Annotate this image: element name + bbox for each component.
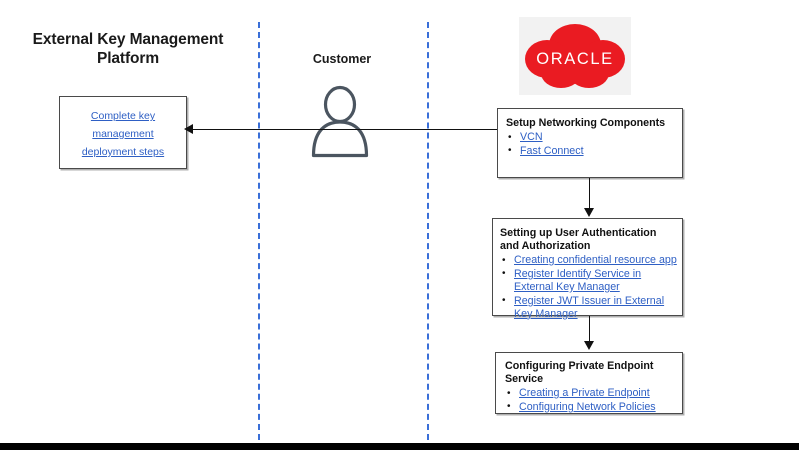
link-creating-confidential-resource-app[interactable]: Creating confidential resource app [514, 254, 677, 266]
list-item: VCN [506, 130, 675, 144]
arrowhead-left-icon [184, 124, 193, 134]
complete-key-management-content: Complete key management deployment steps [60, 97, 186, 160]
networking-link-list: VCN Fast Connect [506, 130, 675, 158]
user-authentication-authorization-content: Setting up User Authentication and Autho… [493, 219, 682, 321]
link-configuring-network-policies[interactable]: Configuring Network Policies [519, 400, 656, 413]
link-creating-a-private-endpoint[interactable]: Creating a Private Endpoint [519, 387, 650, 399]
list-item: Creating confidential resource app [500, 253, 677, 267]
link-register-jwt-issuer[interactable]: Register JWT Issuer in External Key Mana… [514, 294, 665, 320]
endpoint-link-list: Creating a Private Endpoint Configuring … [505, 386, 675, 414]
connector-networking-to-complete-key [190, 129, 497, 130]
link-fast-connect[interactable]: Fast Connect [520, 144, 584, 157]
private-endpoint-service-content: Configuring Private Endpoint Service Cre… [496, 353, 682, 414]
setup-networking-components-content: Setup Networking Components VCN Fast Con… [498, 109, 682, 158]
auth-link-list: Creating confidential resource app Regis… [500, 253, 677, 321]
platform-title: External Key Management Platform [32, 31, 224, 67]
bottom-bar [0, 443, 799, 450]
list-item: Fast Connect [506, 144, 675, 158]
setup-networking-components-box[interactable]: Setup Networking Components VCN Fast Con… [497, 108, 683, 178]
link-vcn[interactable]: VCN [520, 131, 543, 143]
link-register-identify-service[interactable]: Register Identify Service in External Ke… [514, 267, 642, 293]
private-endpoint-service-box[interactable]: Configuring Private Endpoint Service Cre… [495, 352, 683, 414]
box-title-endpoint: Configuring Private Endpoint Service [505, 360, 654, 385]
lane-divider-customer-oracle [427, 22, 429, 440]
person-icon [306, 82, 374, 160]
connector-auth-to-endpoint [589, 316, 590, 342]
arrowhead-down-icon [584, 341, 594, 350]
oracle-wordmark: ORACLE [536, 50, 613, 68]
list-item: Creating a Private Endpoint [505, 386, 675, 400]
list-item: Register Identify Service in External Ke… [500, 267, 677, 294]
lane-divider-platform-customer [258, 22, 260, 440]
link-complete-key-management-deployment-steps[interactable]: Complete key management deployment steps [81, 110, 165, 158]
complete-key-management-box[interactable]: Complete key management deployment steps [59, 96, 187, 169]
box-title-auth: Setting up User Authentication and Autho… [500, 227, 657, 252]
list-item: Configuring Network Policies [505, 400, 675, 414]
list-item: Register JWT Issuer in External Key Mana… [500, 294, 677, 321]
arrowhead-down-icon [584, 208, 594, 217]
box-title-networking: Setup Networking Components [506, 117, 666, 129]
user-authentication-authorization-box[interactable]: Setting up User Authentication and Autho… [492, 218, 683, 320]
oracle-cloud-logo: ORACLE [519, 17, 631, 95]
customer-lane-label: Customer [312, 52, 372, 66]
connector-networking-to-auth [589, 178, 590, 209]
